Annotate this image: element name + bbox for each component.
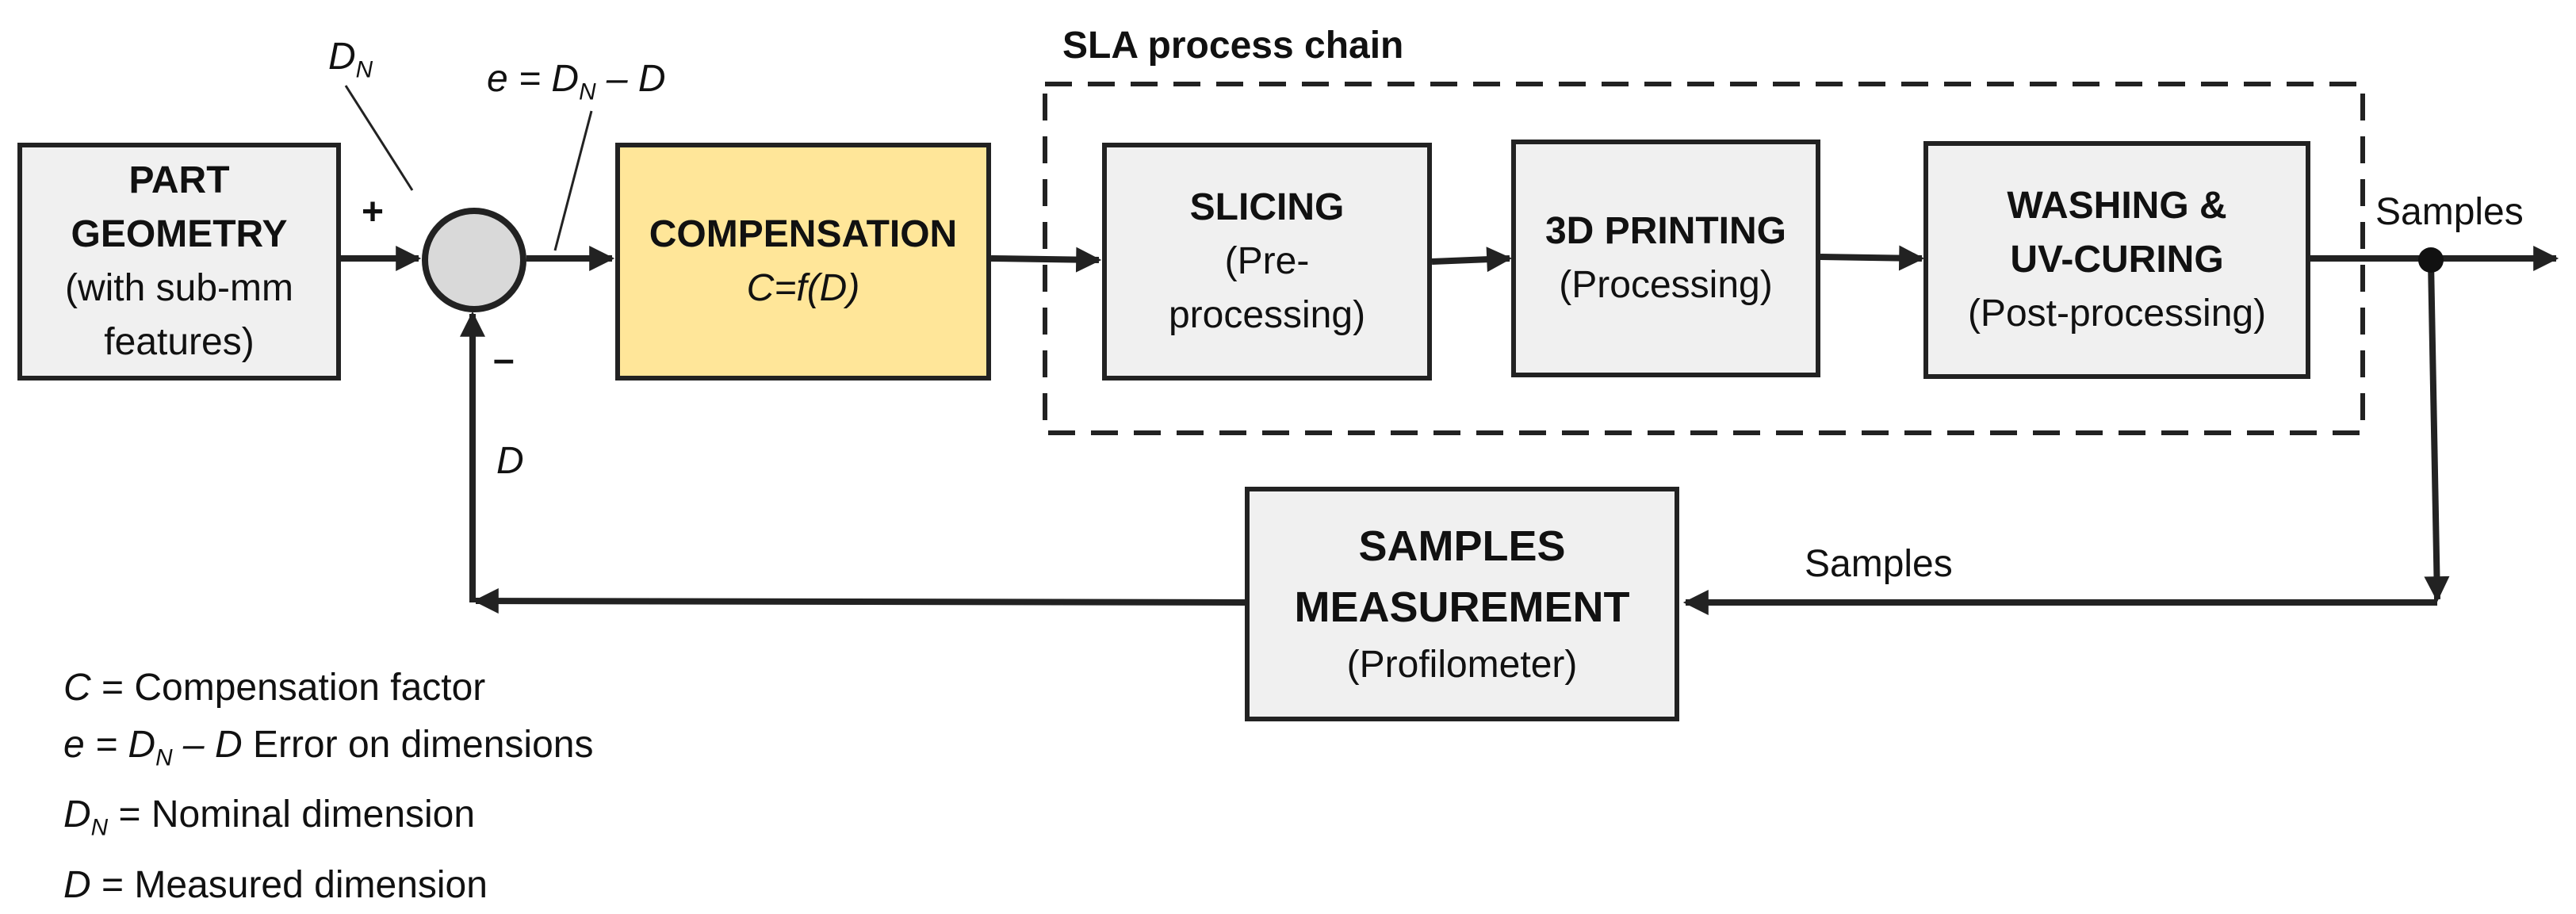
legend-e-rest-sub: N	[155, 744, 173, 771]
legend-e-text: Error on dimensions	[242, 724, 594, 766]
legend-item-c: C = Compensation factor	[63, 660, 593, 717]
printing-block: 3D PRINTING (Processing)	[1511, 140, 1820, 377]
legend-c-sym: C	[63, 667, 91, 709]
leader-dn	[344, 85, 414, 191]
error-eq-post: – D	[595, 58, 666, 100]
error-equation: e = DN – D	[487, 60, 666, 104]
sla-group-label: SLA process chain	[1062, 25, 1404, 67]
dn-main: D	[328, 36, 356, 78]
legend-e-rest: = D	[84, 724, 156, 766]
compensation-formula: C=f(D)	[746, 267, 860, 309]
measurement-block: SAMPLES MEASUREMENT (Profilometer)	[1245, 487, 1679, 721]
compensation-block: COMPENSATION C=f(D)	[615, 143, 991, 381]
washing-title: WASHING & UV-CURING	[2007, 184, 2227, 281]
legend-c-text: = Compensation factor	[90, 667, 486, 709]
compensation-title: COMPENSATION	[649, 212, 958, 255]
legend-dn-sub: N	[90, 814, 109, 841]
dn-sub: N	[355, 56, 373, 83]
nominal-dimension-symbol: DN	[328, 38, 373, 82]
minus-sign: –	[493, 338, 515, 381]
legend-e-rest2: – D	[172, 724, 243, 766]
legend-item-e: e = DN – D Error on dimensions	[63, 717, 593, 786]
feedback-symbol: D	[496, 440, 524, 482]
legend-dn-sym: D	[63, 794, 91, 836]
measurement-sub: (Profilometer)	[1346, 643, 1578, 686]
legend-dn-text: = Nominal dimension	[108, 794, 476, 836]
part-geometry-sub: (with sub-mm features)	[64, 267, 294, 364]
arrow-printing-to-washing	[1820, 245, 1925, 271]
arrow-compensation-to-slicing	[990, 247, 1102, 273]
slicing-block: SLICING (Pre-processing)	[1102, 143, 1432, 381]
legend-item-d: D = Measured dimension	[63, 857, 593, 914]
error-eq-pre: e = D	[487, 58, 580, 100]
samples-feedback-label: Samples	[1805, 543, 1953, 585]
arrow-measurement-left	[473, 588, 1246, 614]
summing-junction	[422, 208, 526, 312]
sla-group-border	[1043, 82, 2365, 435]
plus-sign: +	[362, 191, 385, 233]
washing-block: WASHING & UV-CURING (Post-processing)	[1923, 141, 2310, 379]
printing-title: 3D PRINTING	[1544, 209, 1787, 252]
leader-e	[553, 110, 593, 251]
slicing-title: SLICING	[1189, 185, 1345, 228]
error-eq-sub: N	[579, 78, 596, 105]
arrow-slicing-to-printing	[1431, 247, 1513, 273]
slicing-sub: (Pre-processing)	[1168, 239, 1366, 337]
legend-d-text: = Measured dimension	[90, 863, 488, 906]
legend: C = Compensation factor e = DN – D Error…	[63, 660, 593, 914]
samples-output-label: Samples	[2375, 191, 2524, 233]
legend-d-sym: D	[63, 863, 91, 906]
washing-sub: (Post-processing)	[1967, 293, 2267, 335]
arrow-branch-down	[2424, 261, 2450, 602]
measurement-title: SAMPLES MEASUREMENT	[1294, 522, 1630, 631]
legend-e-sym: e	[63, 724, 85, 766]
part-geometry-block: PART GEOMETRY (with sub-mm features)	[17, 143, 341, 381]
printing-sub: (Processing)	[1559, 264, 1773, 306]
branch-point	[2418, 247, 2444, 273]
part-geometry-title: PART GEOMETRY	[71, 159, 288, 255]
legend-item-dn: DN = Nominal dimension	[63, 786, 593, 856]
